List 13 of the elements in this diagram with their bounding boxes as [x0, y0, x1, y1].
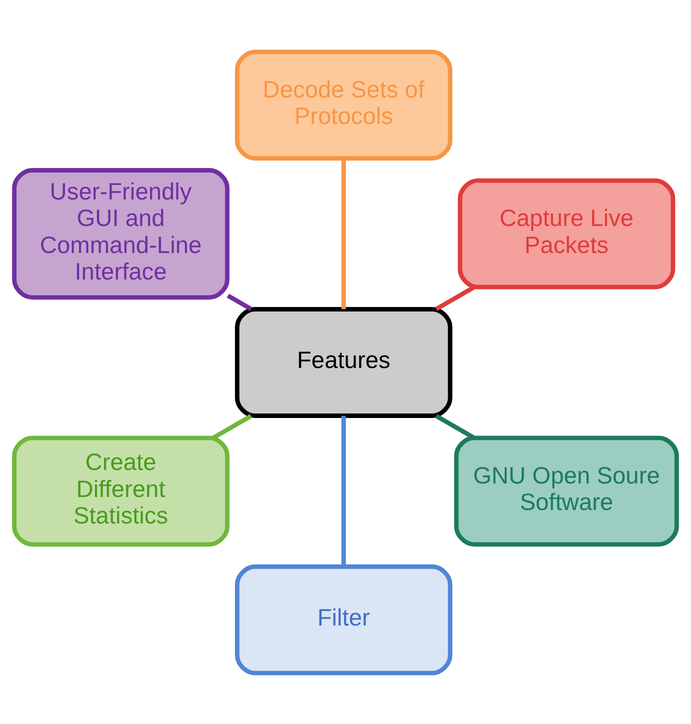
connector — [226, 293, 252, 310]
node-box: Decode Sets of Protocols — [234, 49, 452, 160]
node-box: Capture Live Packets — [458, 178, 676, 289]
node-box: User-Friendly GUI and Command-Line Interface — [12, 168, 230, 300]
node-box: Filter — [234, 564, 452, 675]
connector — [435, 414, 475, 440]
node-box: Create Different Statistics — [12, 435, 230, 546]
connector — [435, 284, 475, 310]
node-box: GNU Open Soure Software — [454, 435, 679, 546]
connector — [341, 158, 346, 309]
connector — [212, 414, 252, 440]
node-box: Features — [234, 306, 452, 418]
connector — [341, 415, 346, 566]
